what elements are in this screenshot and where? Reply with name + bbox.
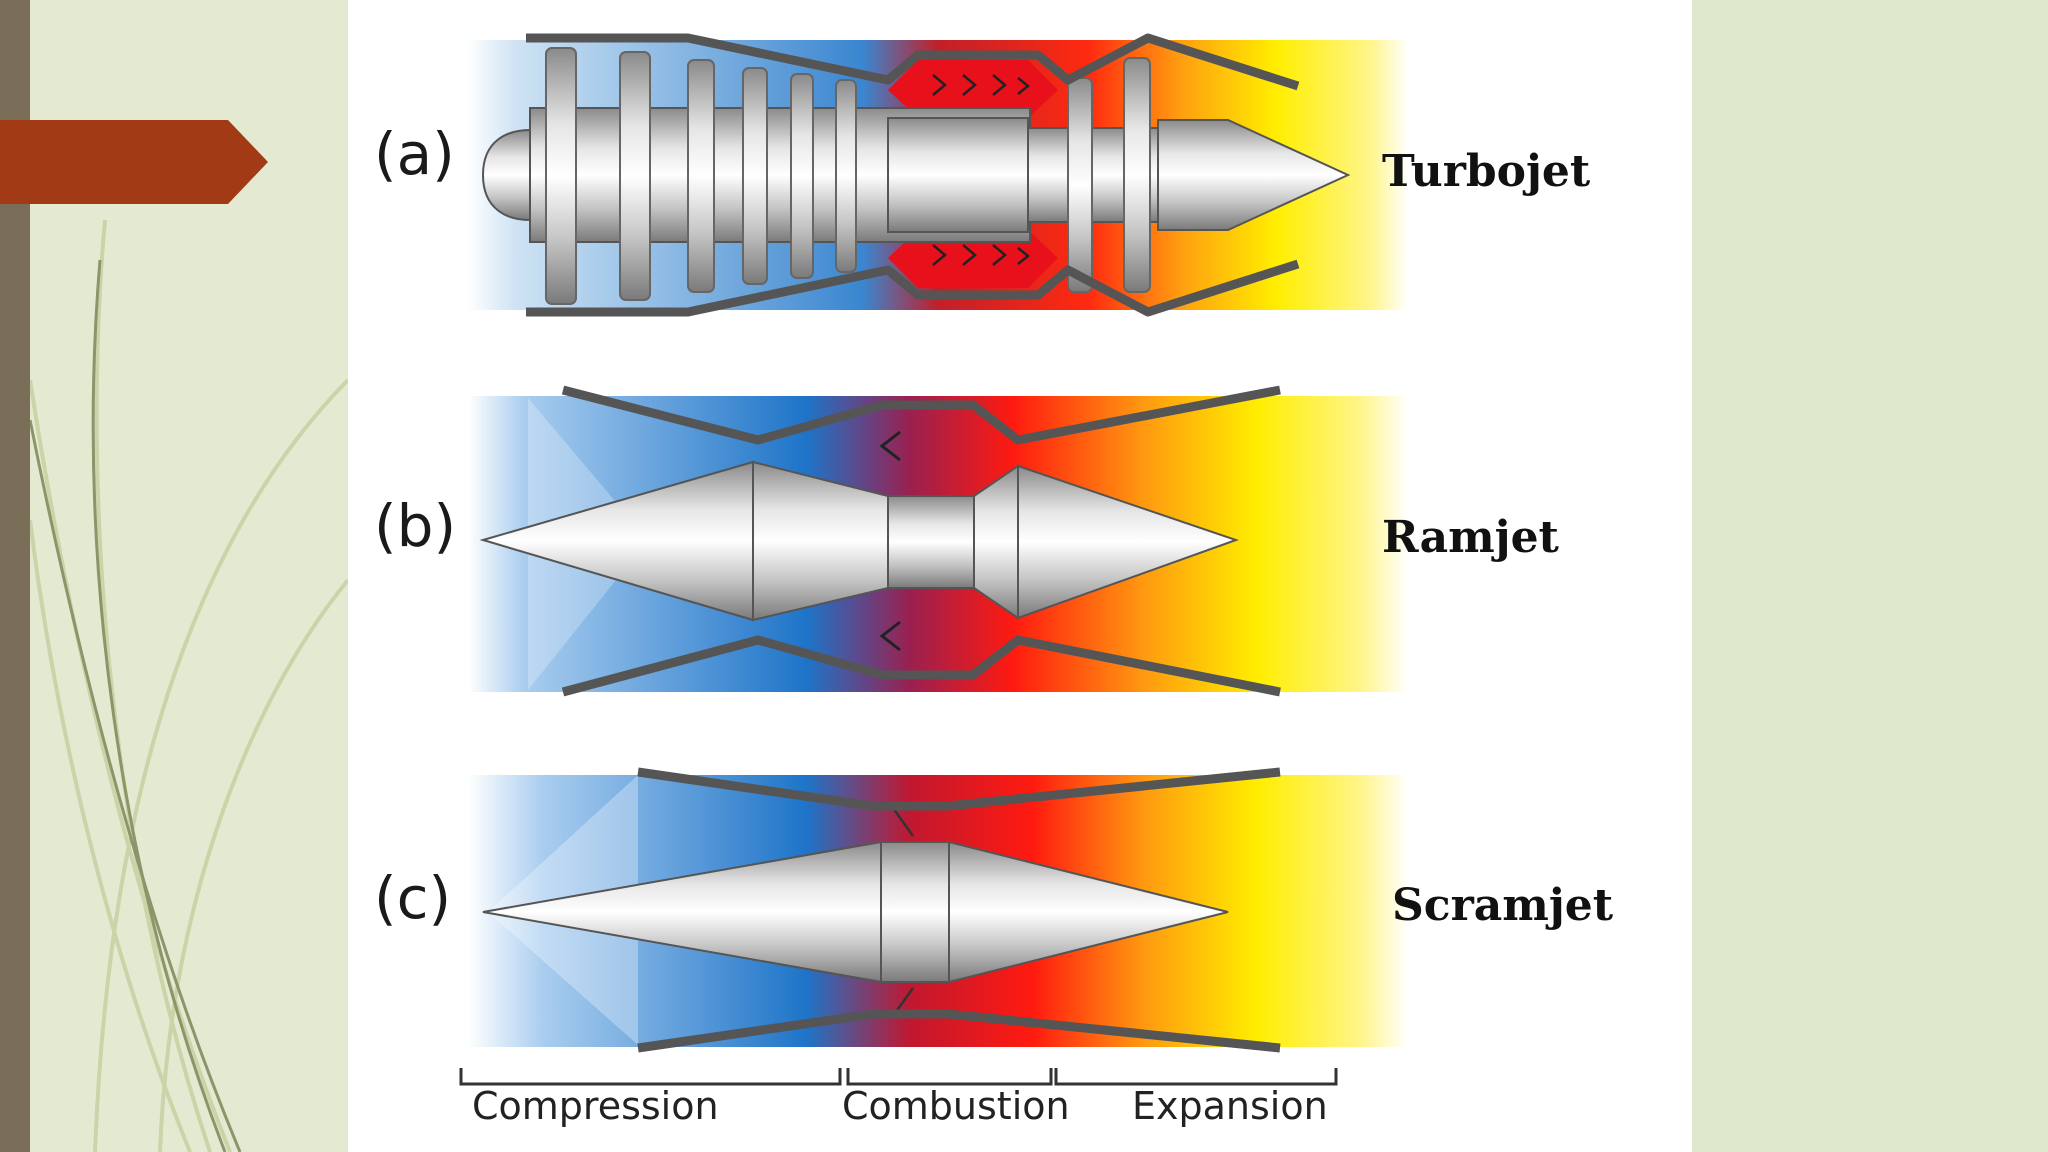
engine-name-scramjet: Scramjet [1392, 880, 1614, 931]
turbojet-tail-cone [1157, 119, 1351, 231]
turbojet-combustor-bottom [888, 230, 1058, 288]
bracket-combustion [846, 1068, 1053, 1086]
ramjet-casing-top [561, 385, 1281, 445]
ramjet-diagram [468, 385, 1408, 697]
scramjet-diagram [468, 767, 1408, 1053]
panel-label-c: (c) [374, 864, 452, 932]
turbojet-compressor-blades [545, 47, 857, 305]
turbojet-combustor-top [888, 60, 1058, 118]
bracket-compression [459, 1068, 842, 1086]
scramjet-casing-top [637, 767, 1281, 811]
decorative-curves [28, 219, 350, 1152]
turbojet-diagram [468, 33, 1408, 317]
right-background-gradient [1692, 0, 2048, 1152]
panel-label-b: (b) [374, 492, 457, 560]
stage-label-expansion: Expansion [1132, 1084, 1328, 1128]
stage-brackets [459, 1068, 1338, 1086]
scramjet-combustor [880, 841, 950, 983]
panel-label-a: (a) [374, 120, 455, 188]
engine-name-turbojet: Turbojet [1382, 146, 1591, 197]
stage-label-combustion: Combustion [842, 1084, 1070, 1128]
stage-label-compression: Compression [472, 1084, 719, 1128]
figure-panel: (a) (b) (c) Turbojet Ramjet Scramjet Com… [348, 0, 1692, 1152]
ramjet-tail-cone [1017, 464, 1240, 620]
decorative-dark-curves [28, 259, 242, 1152]
engine-name-ramjet: Ramjet [1382, 512, 1559, 563]
chevron-arrow-icon [0, 120, 268, 204]
scramjet-tail-cone [948, 840, 1229, 984]
scramjet-casing-bottom [637, 1009, 1281, 1053]
turbojet-casing-bottom [526, 259, 1300, 317]
ramjet-casing-bottom [561, 635, 1281, 697]
turbojet-turbine-blades [1067, 57, 1151, 293]
turbojet-casing-top [526, 33, 1300, 91]
bracket-expansion [1054, 1068, 1338, 1086]
engine-diagrams [459, 33, 1408, 1086]
